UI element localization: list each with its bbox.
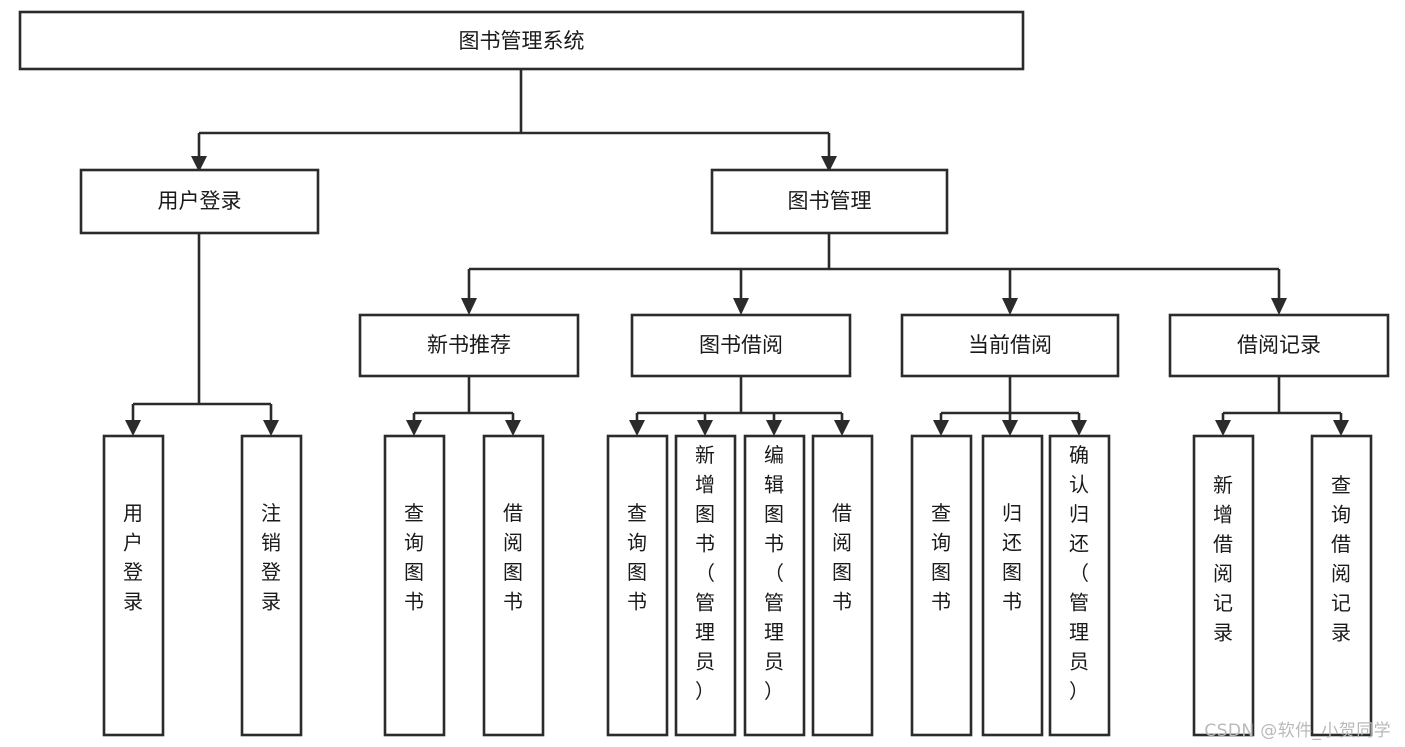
node-leaf-query-record[interactable]: 查询借阅记录: [1310, 434, 1373, 737]
node-leaf-logout[interactable]: 注销登录: [240, 434, 303, 737]
node-leaf-query-book-1-box[interactable]: [383, 434, 446, 737]
csdn-watermark: CSDN @软件_小贺同学: [1204, 721, 1391, 741]
node-root[interactable]: 图书管理系统: [18, 10, 1025, 71]
node-leaf-query-book-2[interactable]: 查询图书: [606, 434, 669, 737]
node-leaf-confirm-return-label: 确认归还（管理员）: [1069, 443, 1089, 703]
arrow-new-book-rec-to-query-book: [406, 420, 422, 436]
node-leaf-query-book-1[interactable]: 查询图书: [383, 434, 446, 737]
node-user-login-box[interactable]: [79, 168, 320, 235]
node-leaf-add-book-box[interactable]: [674, 434, 737, 737]
connector-new-book-rec-bus: [412, 376, 515, 424]
node-borrow-record-label: 借阅记录: [1237, 333, 1321, 357]
node-leaf-query-book-1-label: 查询图书: [404, 501, 424, 614]
node-leaf-return-book-box[interactable]: [981, 434, 1044, 737]
node-leaf-user-login-label: 用户登录: [123, 501, 143, 614]
arrow-root-to-book-mgmt: [821, 156, 837, 172]
node-leaf-return-book-label: 归还图书: [1002, 501, 1022, 614]
node-user-login[interactable]: 用户登录: [79, 168, 320, 235]
arrow-book-mgmt-to-current-borrow: [1002, 298, 1018, 315]
arrow-current-borrow-to-query-book: [933, 420, 949, 436]
node-leaf-user-login-box[interactable]: [102, 434, 165, 737]
arrow-book-mgmt-to-borrow-record: [1271, 298, 1287, 315]
arrow-borrow-record-to-query-record: [1333, 420, 1349, 436]
node-layer: 图书管理系统 用户登录 图书管理 新书推荐 图书借阅: [18, 10, 1390, 737]
node-user-login-label: 用户登录: [158, 189, 242, 213]
node-current-borrow[interactable]: 当前借阅: [900, 313, 1120, 378]
arrow-root-to-user-login: [191, 156, 207, 172]
node-current-borrow-label: 当前借阅: [968, 333, 1052, 357]
node-leaf-query-book-3-label: 查询图书: [931, 501, 951, 614]
arrow-book-borrow-to-query-book: [629, 420, 645, 436]
node-leaf-borrow-book-2-box[interactable]: [811, 434, 874, 737]
node-new-book-rec-label: 新书推荐: [427, 333, 511, 357]
node-leaf-query-book-2-label: 查询图书: [627, 501, 647, 614]
node-leaf-query-book-3[interactable]: 查询图书: [910, 434, 973, 737]
node-book-mgmt-box[interactable]: [710, 168, 949, 235]
arrow-borrow-record-to-add-record: [1215, 420, 1231, 436]
connector-book-mgmt-bus: [467, 233, 1281, 303]
node-leaf-edit-book[interactable]: 编辑图书（管理员）: [743, 434, 806, 737]
node-leaf-query-record-box[interactable]: [1310, 434, 1373, 737]
node-leaf-confirm-return[interactable]: 确认归还（管理员）: [1048, 434, 1111, 737]
connector-current-borrow-bus: [939, 376, 1081, 424]
node-leaf-add-book[interactable]: 新增图书（管理员）: [674, 434, 737, 737]
node-leaf-user-login[interactable]: 用户登录: [102, 434, 165, 737]
node-new-book-rec-box[interactable]: [358, 313, 580, 378]
node-leaf-query-book-3-box[interactable]: [910, 434, 973, 737]
node-borrow-record-box[interactable]: [1168, 313, 1390, 378]
node-leaf-query-record-label: 查询借阅记录: [1331, 473, 1351, 645]
node-book-borrow-box[interactable]: [630, 313, 852, 378]
node-book-borrow-label: 图书借阅: [699, 333, 783, 357]
arrow-book-mgmt-to-new-book-rec: [461, 298, 477, 315]
node-leaf-borrow-book-1-label: 借阅图书: [503, 501, 523, 614]
node-leaf-edit-book-label: 编辑图书（管理员）: [764, 443, 784, 703]
node-leaf-borrow-book-1[interactable]: 借阅图书: [482, 434, 545, 737]
node-leaf-borrow-book-2-label: 借阅图书: [832, 501, 852, 614]
arrow-current-borrow-to-return-book: [1002, 420, 1018, 436]
arrow-book-borrow-to-borrow-book: [834, 420, 850, 436]
node-leaf-logout-label: 注销登录: [261, 501, 281, 614]
node-book-mgmt[interactable]: 图书管理: [710, 168, 949, 235]
connector-layer: [125, 69, 1349, 436]
arrow-new-book-rec-to-borrow-book: [505, 420, 521, 436]
connector-user-login-bus: [131, 233, 273, 424]
arrow-book-borrow-to-add-book: [697, 420, 713, 436]
node-book-borrow[interactable]: 图书借阅: [630, 313, 852, 378]
node-book-mgmt-label: 图书管理: [788, 189, 872, 213]
node-leaf-add-record[interactable]: 新增借阅记录: [1192, 434, 1255, 737]
connector-book-borrow-bus: [635, 376, 844, 424]
node-leaf-borrow-book-1-box[interactable]: [482, 434, 545, 737]
node-leaf-edit-book-box[interactable]: [743, 434, 806, 737]
arrow-user-login-to-leaf-logout: [263, 420, 279, 436]
node-root-box[interactable]: [18, 10, 1025, 71]
node-new-book-rec[interactable]: 新书推荐: [358, 313, 580, 378]
node-leaf-return-book[interactable]: 归还图书: [981, 434, 1044, 737]
node-leaf-add-record-label: 新增借阅记录: [1213, 473, 1233, 645]
arrow-book-mgmt-to-book-borrow: [733, 298, 749, 315]
node-borrow-record[interactable]: 借阅记录: [1168, 313, 1390, 378]
connector-borrow-record-bus: [1221, 376, 1343, 424]
arrow-book-borrow-to-edit-book: [766, 420, 782, 436]
node-leaf-confirm-return-box[interactable]: [1048, 434, 1111, 737]
node-current-borrow-box[interactable]: [900, 313, 1120, 378]
node-leaf-query-book-2-box[interactable]: [606, 434, 669, 737]
connector-root-bus: [197, 69, 831, 160]
node-leaf-logout-box[interactable]: [240, 434, 303, 737]
arrow-user-login-to-leaf-user-login: [125, 420, 141, 436]
node-leaf-add-record-box[interactable]: [1192, 434, 1255, 737]
arrow-current-borrow-to-confirm-return: [1071, 420, 1087, 436]
node-root-label: 图书管理系统: [459, 29, 585, 53]
node-leaf-add-book-label: 新增图书（管理员）: [695, 443, 715, 703]
node-leaf-borrow-book-2[interactable]: 借阅图书: [811, 434, 874, 737]
